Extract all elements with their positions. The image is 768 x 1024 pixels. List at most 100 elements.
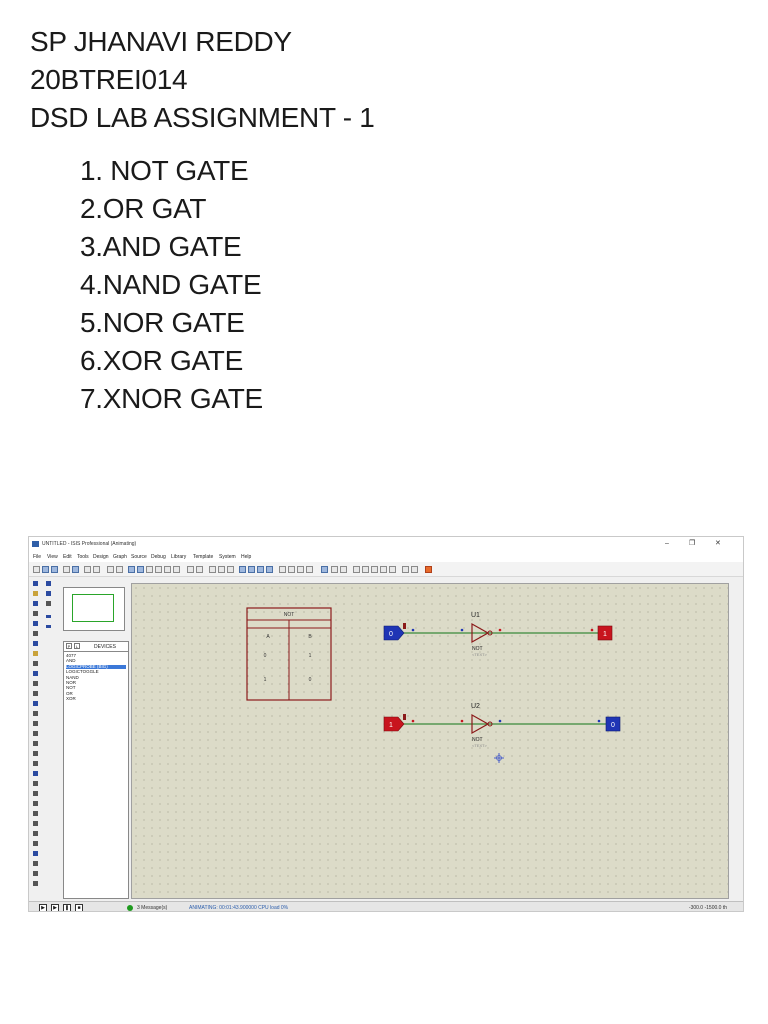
open-icon[interactable] — [42, 566, 49, 573]
redo-icon[interactable] — [196, 566, 203, 573]
make-device-icon[interactable] — [288, 566, 295, 573]
device-list-item[interactable]: NAND — [66, 674, 79, 680]
origin-icon[interactable] — [128, 566, 135, 573]
message-count[interactable]: 3 Message(s) — [137, 905, 168, 911]
pause-button[interactable]: ❚ — [63, 904, 71, 911]
library-manager-button[interactable]: L — [74, 643, 80, 649]
erc-icon[interactable] — [402, 566, 409, 573]
print-icon[interactable] — [84, 566, 91, 573]
menu-tools[interactable]: Tools — [77, 554, 89, 560]
remove-sheet-icon[interactable] — [371, 566, 378, 573]
block-delete-icon[interactable] — [266, 566, 273, 573]
not-gate-circuit-u2[interactable]: 1 U2 NOT <TEXT> 0 — [383, 703, 621, 748]
zoom-all-icon[interactable] — [164, 566, 171, 573]
toolbar — [29, 562, 743, 577]
property-assign-icon[interactable] — [340, 566, 347, 573]
pick-device-icon[interactable] — [279, 566, 286, 573]
cursor-coordinates: -300.0 -1500.0 th — [688, 905, 727, 911]
paste-icon[interactable] — [227, 566, 234, 573]
device-list-item[interactable]: 4077 — [66, 653, 77, 658]
overview-viewport[interactable] — [72, 594, 114, 622]
zoom-area-icon[interactable] — [173, 566, 180, 573]
play-button[interactable]: ▶ — [39, 904, 47, 911]
minimize-icon[interactable]: – — [665, 540, 669, 547]
truth-table-header: B — [308, 634, 312, 640]
zoom-in-icon[interactable] — [146, 566, 153, 573]
menu-library[interactable]: Library — [171, 554, 187, 560]
menu-template[interactable]: Template — [193, 554, 214, 560]
logic-probe-output — [605, 716, 621, 732]
schematic-canvas[interactable]: NOT A B 0 1 1 0 0 U1 NOT — [131, 583, 729, 899]
component-type: NOT — [472, 737, 483, 743]
pick-devices-button[interactable]: P — [66, 643, 72, 649]
gate-list-item: 7.XNOR GATE — [80, 383, 263, 414]
truth-table-cell: 1 — [309, 653, 312, 659]
grid-icon[interactable] — [116, 566, 123, 573]
logic-toggle-input[interactable] — [383, 716, 405, 732]
export-icon[interactable] — [72, 566, 79, 573]
stop-button[interactable]: ■ — [75, 904, 83, 911]
decompose-icon[interactable] — [306, 566, 313, 573]
mode-tool-icons[interactable] — [29, 577, 59, 899]
save-icon[interactable] — [51, 566, 58, 573]
menu-debug[interactable]: Debug — [151, 554, 166, 560]
pin-state-dot — [590, 628, 594, 632]
device-list-item[interactable]: AND — [66, 658, 76, 664]
search-icon[interactable] — [331, 566, 338, 573]
refresh-icon[interactable] — [107, 566, 114, 573]
exit-parent-icon[interactable] — [380, 566, 387, 573]
device-list-item[interactable]: NOR — [66, 680, 76, 685]
close-icon[interactable]: ✕ — [715, 540, 721, 547]
device-list-item[interactable]: XOR — [66, 696, 76, 702]
device-list-item[interactable]: OR — [66, 690, 73, 696]
cut-icon[interactable] — [209, 566, 216, 573]
ares-icon[interactable] — [425, 566, 432, 573]
title-bar: UNTITLED - ISIS Professional (Animating)… — [29, 537, 743, 551]
truth-table-cell: 1 — [264, 677, 267, 683]
copy-icon[interactable] — [218, 566, 225, 573]
toggle-button-icon[interactable] — [403, 714, 406, 720]
menu-help[interactable]: Help — [241, 554, 252, 560]
block-rotate-icon[interactable] — [257, 566, 264, 573]
not-gate-symbol[interactable] — [471, 713, 490, 735]
maximize-icon[interactable]: ❐ — [689, 540, 696, 547]
wire-autorouter-icon[interactable] — [321, 566, 328, 573]
device-list-item[interactable]: LOGICTOGGLE — [66, 669, 99, 675]
packaging-icon[interactable] — [297, 566, 304, 573]
menu-design[interactable]: Design — [93, 554, 109, 560]
pan-icon[interactable] — [137, 566, 144, 573]
gate-list-item: 5.NOR GATE — [80, 307, 245, 338]
not-gate-symbol[interactable] — [471, 622, 490, 644]
overview-window[interactable] — [63, 587, 125, 631]
new-sheet-icon[interactable] — [362, 566, 369, 573]
device-list-item[interactable]: NOT — [66, 685, 76, 691]
truth-table-header: A — [266, 634, 270, 640]
bom-icon[interactable] — [389, 566, 396, 573]
component-text: <TEXT> — [472, 743, 488, 748]
pin-state-dot — [460, 719, 464, 723]
zoom-out-icon[interactable] — [155, 566, 162, 573]
pin-state-dot — [411, 628, 415, 632]
menu-edit[interactable]: Edit — [63, 554, 72, 560]
menu-source[interactable]: Source — [131, 554, 147, 560]
output-state: 1 — [603, 631, 607, 638]
schematic-drawing[interactable]: NOT A B 0 1 1 0 0 U1 NOT — [132, 584, 728, 898]
new-icon[interactable] — [33, 566, 40, 573]
menu-system[interactable]: System — [219, 554, 236, 560]
truth-table-cell: 0 — [264, 653, 267, 659]
design-explorer-icon[interactable] — [353, 566, 360, 573]
logic-toggle-input[interactable] — [383, 625, 405, 641]
import-icon[interactable] — [63, 566, 70, 573]
block-move-icon[interactable] — [248, 566, 255, 573]
undo-icon[interactable] — [187, 566, 194, 573]
toggle-button-icon[interactable] — [403, 623, 406, 629]
menu-view[interactable]: View — [47, 554, 58, 560]
area-icon[interactable] — [93, 566, 100, 573]
step-button[interactable]: ▶ — [51, 904, 59, 911]
netlist-icon[interactable] — [411, 566, 418, 573]
menu-file[interactable]: File — [33, 554, 42, 560]
not-gate-circuit-u1[interactable]: 0 U1 NOT <TEXT> 1 — [383, 612, 613, 657]
menu-graph[interactable]: Graph — [113, 554, 127, 560]
device-list-item[interactable]: LOGICPROBE (BIG) — [66, 664, 126, 670]
block-copy-icon[interactable] — [239, 566, 246, 573]
